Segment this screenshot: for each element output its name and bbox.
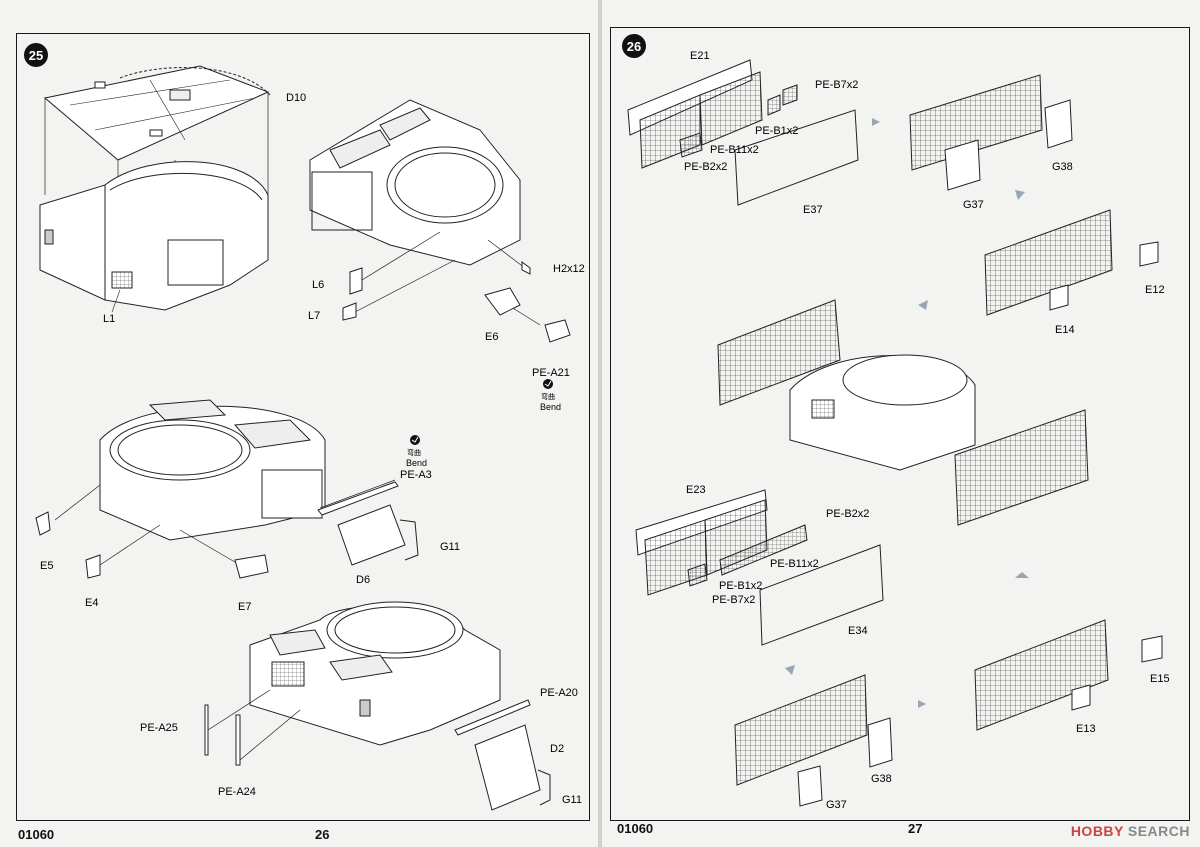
svg-text:26: 26 xyxy=(627,39,641,54)
label-pe-a25: PE-A25 xyxy=(140,722,178,734)
label-e4: E4 xyxy=(85,597,98,609)
label-pe-b11x2-b: PE-B11x2 xyxy=(770,558,819,570)
label-d6: D6 xyxy=(356,574,370,586)
bend-icon-1 xyxy=(543,379,553,389)
part-e21-rack xyxy=(627,59,859,206)
label-l7: L7 xyxy=(308,310,320,322)
label-e7: E7 xyxy=(238,601,251,613)
label-pe-a24: PE-A24 xyxy=(218,786,256,798)
bend-cn-2: 弯曲 xyxy=(407,448,421,457)
part-e23-rack xyxy=(635,489,884,646)
label-e5: E5 xyxy=(40,560,53,572)
label-e12: E12 xyxy=(1145,284,1165,296)
part-second-rack xyxy=(984,209,1159,316)
label-e23: E23 xyxy=(686,484,706,496)
label-g37-a: G37 xyxy=(963,199,984,211)
page-right-number: 27 xyxy=(908,821,923,836)
label-e15: E15 xyxy=(1150,673,1170,685)
label-pe-b11x2-a: PE-B11x2 xyxy=(710,144,759,156)
page-right-frame xyxy=(610,27,1190,821)
part-turret-lower xyxy=(249,601,501,746)
bend-cn-1: 弯曲 xyxy=(541,392,555,401)
label-l6: L6 xyxy=(312,279,324,291)
page-right-code: 01060 xyxy=(617,821,654,836)
label-e34: E34 xyxy=(848,625,868,637)
label-pe-b2x2-b: PE-B2x2 xyxy=(826,508,869,520)
bend-en-2: Bend xyxy=(406,458,427,468)
step-26-badge: 26 xyxy=(622,34,646,58)
label-pe-b7x2-b: PE-B7x2 xyxy=(712,594,755,606)
svg-text:25: 25 xyxy=(29,48,43,63)
label-e13: E13 xyxy=(1076,723,1096,735)
label-pe-a3: PE-A3 xyxy=(400,469,432,481)
page-gutter xyxy=(598,0,602,847)
label-pe-a21: PE-A21 xyxy=(532,367,570,379)
part-turret-frame-top xyxy=(309,99,521,266)
page-left-code: 01060 xyxy=(18,827,55,842)
label-e21: E21 xyxy=(690,50,710,62)
part-d10-roof xyxy=(43,65,271,161)
label-g11-b: G11 xyxy=(562,794,582,806)
label-g38-b: G38 xyxy=(871,773,892,785)
label-h2x12: H2x12 xyxy=(553,263,585,275)
guide-lines-e5-e7 xyxy=(54,479,396,566)
part-center-turret xyxy=(717,299,1089,526)
label-pe-b2x2-a: PE-B2x2 xyxy=(684,161,727,173)
page-left-frame xyxy=(16,33,590,821)
part-turret-mid xyxy=(99,399,326,541)
label-d2: D2 xyxy=(550,743,564,755)
guide-lines-l6-l7 xyxy=(354,231,541,326)
label-pe-b7x2-a: PE-B7x2 xyxy=(815,79,858,91)
part-lower-right-rack xyxy=(974,619,1163,731)
flow-arrows xyxy=(785,118,1029,708)
label-pe-b1x2-a: PE-B1x2 xyxy=(755,125,798,137)
label-e6: E6 xyxy=(485,331,498,343)
label-d10: D10 xyxy=(286,92,306,104)
label-e37: E37 xyxy=(803,204,823,216)
label-pe-b1x2-b: PE-B1x2 xyxy=(719,580,762,592)
label-g37-b: G37 xyxy=(826,799,847,811)
page-left-number: 26 xyxy=(315,827,330,842)
label-g38-a: G38 xyxy=(1052,161,1073,173)
label-g11-a: G11 xyxy=(440,541,460,553)
part-bottom-rack xyxy=(734,674,893,807)
watermark-text: SEARCH xyxy=(1127,823,1190,839)
part-top-right-rack xyxy=(909,74,1073,191)
bend-en-1: Bend xyxy=(540,402,561,412)
label-pe-a20: PE-A20 xyxy=(540,687,578,699)
part-l1-turret-body xyxy=(39,161,269,311)
bend-icon-2 xyxy=(410,435,420,445)
watermark-logo: HOBBY xyxy=(1070,823,1124,839)
step-25-badge: 25 xyxy=(24,43,48,67)
label-e14: E14 xyxy=(1055,324,1075,336)
label-l1: L1 xyxy=(103,313,115,325)
